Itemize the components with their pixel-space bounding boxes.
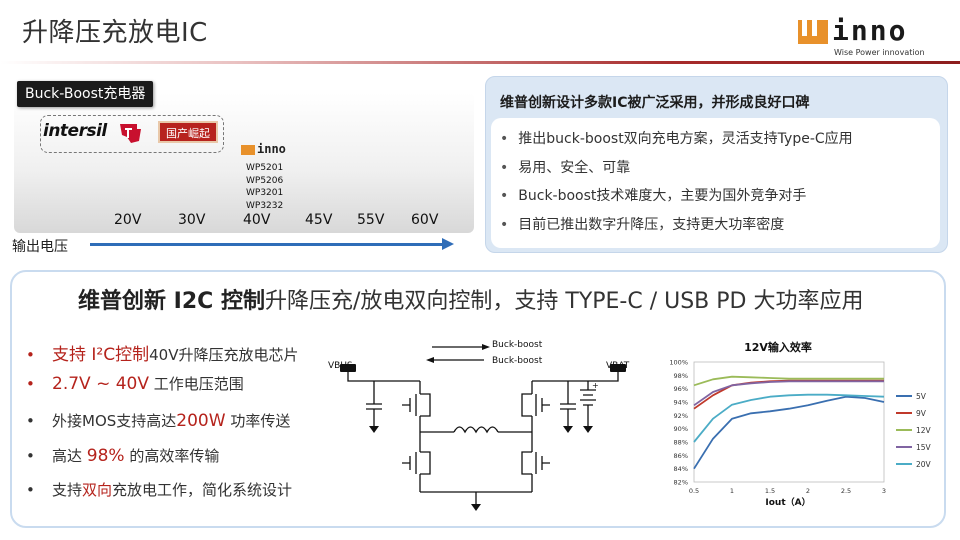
chart-legend-label: 9V bbox=[916, 409, 927, 418]
info-list-item: 推出buck-boost双向充电方案，灵活支持Type-C应用 bbox=[500, 128, 852, 148]
chart-legend-label: 20V bbox=[916, 460, 932, 469]
feature-item: •外接MOS支持高达200W 功率传送 bbox=[26, 411, 291, 431]
efficiency-chart: 12V输入效率 82% 84% 86% 88% 90% 92% 94% 96% 98% 100% 0… bbox=[669, 340, 932, 508]
schematic-arrow-label-top: Buck-boost bbox=[492, 340, 543, 350]
schematic-arrow-label-bottom: Buck-boost bbox=[492, 356, 543, 366]
chart-x-tick: 2.5 bbox=[841, 487, 851, 495]
info-heading: 维普创新设计多款IC被广泛采用，并形成良好口碑 bbox=[500, 95, 810, 111]
feature-panel bbox=[10, 270, 946, 528]
voltage-label: 45V bbox=[305, 212, 333, 228]
ground-icon bbox=[471, 504, 481, 511]
feature-title-rest: 升降压充/放电双向控制，支持 TYPE-C / USB PD 大功率应用 bbox=[264, 289, 864, 314]
feature-item: •支持 I²C控制40V升降压充放电芯片 bbox=[26, 345, 299, 365]
part-number-list: WP5201 WP5206 WP3201 WP3232 bbox=[246, 162, 283, 212]
chart-y-tick: 94% bbox=[674, 399, 688, 407]
voltage-label: 60V bbox=[411, 212, 439, 228]
output-voltage-label: 输出电压 bbox=[12, 239, 68, 255]
voltage-scale: 20V 30V 40V 45V 55V 60V bbox=[0, 212, 480, 232]
chart-y-tick: 100% bbox=[669, 359, 688, 367]
feature-title-bold: 维普创新 I2C 控制 bbox=[78, 289, 265, 314]
china-rising-badge: 国产崛起 bbox=[158, 121, 218, 143]
chart-x-axis-label: Iout（A） bbox=[765, 497, 810, 508]
ground-icon bbox=[583, 426, 593, 433]
mini-wpinno-logo: inno bbox=[241, 142, 301, 156]
chart-series-line-5V bbox=[693, 395, 885, 470]
chart-y-tick: 90% bbox=[674, 425, 688, 433]
chart-y-tick: 96% bbox=[674, 385, 688, 393]
vbat-terminal-icon bbox=[610, 364, 626, 372]
feature-item: •高达 98% 的高效率传输 bbox=[26, 446, 220, 466]
buck-boost-label: Buck-Boost充电器 bbox=[17, 81, 154, 107]
voltage-label: 55V bbox=[357, 212, 385, 228]
vbat-node-label: VBAT bbox=[606, 361, 630, 371]
feature-item: •2.7V ~ 40V 工作电压范围 bbox=[26, 374, 244, 394]
buck-boost-panel bbox=[14, 93, 474, 233]
chart-y-tick: 98% bbox=[674, 372, 688, 380]
chart-y-tick: 88% bbox=[674, 439, 688, 447]
chart-series-line-15V bbox=[693, 380, 884, 407]
logo-mark-icon bbox=[798, 20, 828, 44]
chart-series-line-12V bbox=[693, 375, 884, 387]
ti-logo-icon bbox=[120, 124, 141, 143]
logo-text: inno bbox=[832, 14, 908, 47]
info-list-item: 易用、安全、可靠 bbox=[500, 157, 630, 177]
voltage-label: 30V bbox=[178, 212, 206, 228]
chart-x-tick: 0.5 bbox=[689, 487, 699, 495]
arrowhead-left-icon bbox=[426, 357, 434, 363]
chart-x-tick: 1.5 bbox=[765, 487, 775, 495]
voltage-label: 20V bbox=[114, 212, 142, 228]
wpinno-logo: inno Wise Power innovation bbox=[798, 16, 938, 60]
chart-series-line-20V bbox=[693, 393, 885, 443]
chart-x-tick: 2 bbox=[806, 487, 810, 495]
chart-y-tick: 82% bbox=[674, 479, 688, 487]
info-list-item: 目前已推出数字升降压，支持更大功率密度 bbox=[500, 214, 784, 234]
vbus-terminal-icon bbox=[340, 364, 356, 372]
part-number: WP3201 bbox=[246, 188, 284, 198]
chart-y-tick: 84% bbox=[674, 465, 688, 473]
header-divider bbox=[0, 61, 960, 64]
chart-legend-label: 15V bbox=[916, 443, 932, 452]
ground-icon bbox=[563, 426, 573, 433]
chart-legend-label: 12V bbox=[916, 426, 932, 435]
part-number: WP3232 bbox=[246, 200, 284, 211]
part-number: WP5206 bbox=[246, 175, 284, 186]
logo-tagline: Wise Power innovation bbox=[834, 48, 925, 57]
info-list-item: Buck-boost技术难度大，主要为国外竞争对手 bbox=[500, 185, 806, 205]
vendor-dashed-box bbox=[40, 115, 224, 153]
slide-title: 升降压充放电IC bbox=[22, 18, 208, 48]
intersil-logo: intersil bbox=[43, 121, 107, 141]
voltage-arrow bbox=[90, 243, 444, 246]
voltage-label: 40V bbox=[243, 212, 271, 228]
arrow-head-icon bbox=[442, 238, 454, 250]
vbus-node-label: VBUS bbox=[328, 361, 353, 371]
chart-title: 12V输入效率 bbox=[744, 340, 812, 354]
chart-y-tick: 86% bbox=[674, 452, 688, 460]
part-number: WP5201 bbox=[246, 163, 284, 173]
feature-title: 维普创新 I2C 控制升降压充/放电双向控制，支持 TYPE-C / USB P… bbox=[78, 283, 863, 315]
ground-icon bbox=[369, 426, 379, 433]
arrowhead-right-icon bbox=[482, 344, 490, 350]
chart-x-tick: 1 bbox=[730, 487, 734, 495]
chart-plot-frame bbox=[693, 361, 885, 483]
chart-legend-label: 5V bbox=[916, 392, 927, 401]
chart-x-tick: 3 bbox=[882, 487, 886, 495]
mini-logo-mark-icon bbox=[241, 145, 255, 155]
buck-boost-schematic: Buck-boost Buck-boost VBUS VBAT + bbox=[328, 340, 630, 511]
feature-item: •支持双向充放电工作，简化系统设计 bbox=[26, 481, 293, 499]
chart-y-tick: 92% bbox=[674, 412, 688, 420]
mini-logo-text: inno bbox=[257, 142, 286, 156]
battery-plus-sign: + bbox=[592, 381, 599, 390]
